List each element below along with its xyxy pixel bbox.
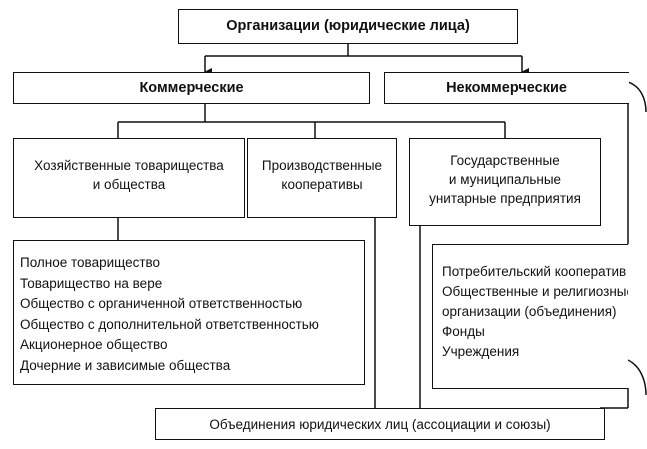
category-unitary-enterprises-label: Государственные и муниципальные унитарны… xyxy=(409,151,601,208)
category-line: кооперативы xyxy=(281,177,363,192)
category-business-partnerships-box xyxy=(13,138,245,218)
category-line: унитарные предприятия xyxy=(429,191,581,206)
category-line: и муниципальные xyxy=(448,172,562,187)
list-item: Полное товарищество xyxy=(20,255,161,270)
category-line: и общества xyxy=(92,177,166,192)
list-item: Акционерное общество xyxy=(20,337,168,352)
list-item: Общество с органиченной ответственностью xyxy=(20,296,303,311)
category-line: Государственные xyxy=(450,153,560,168)
category-line: Производственные xyxy=(261,158,383,173)
category-line: Хозяйственные товарищества xyxy=(34,158,224,173)
category-business-partnerships-label: Хозяйственные товарищества и общества xyxy=(13,156,245,194)
list-item: Общество с дополнительной ответственност… xyxy=(20,316,319,332)
noncommercial-box xyxy=(384,72,629,104)
category-unitary-enterprises-box xyxy=(409,138,601,226)
category-production-cooperatives-label: Производственные кооперативы xyxy=(247,156,397,194)
commercial-forms-list: Полное товарищество Товарищество на вере… xyxy=(20,253,319,376)
list-item: Учреждения xyxy=(442,344,520,359)
associations-box xyxy=(155,408,605,440)
commercial-box xyxy=(13,72,370,104)
list-item: Потребительский кооператив xyxy=(442,264,627,279)
noncommercial-forms-list: Потребительский кооператив Общественные … xyxy=(442,262,628,362)
list-item: Товарищество на вере xyxy=(20,275,163,291)
commercial-forms-box xyxy=(13,240,365,385)
associations-label: Объединения юридических лиц (ассоциации … xyxy=(209,417,551,432)
list-item: Общественные и религиозные xyxy=(442,284,628,299)
noncommercial-label: Некоммерческие xyxy=(446,80,567,96)
commercial-label: Коммерческие xyxy=(139,80,244,96)
root-title: Организации (юридические лица) xyxy=(226,18,470,34)
root-box xyxy=(178,9,518,44)
list-item: организации (объединения) xyxy=(442,304,617,319)
list-item: Фонды xyxy=(442,324,485,339)
noncommercial-forms-box xyxy=(432,244,628,389)
list-item: Дочерние и зависимые общества xyxy=(20,357,231,373)
category-production-cooperatives-box xyxy=(247,138,397,218)
